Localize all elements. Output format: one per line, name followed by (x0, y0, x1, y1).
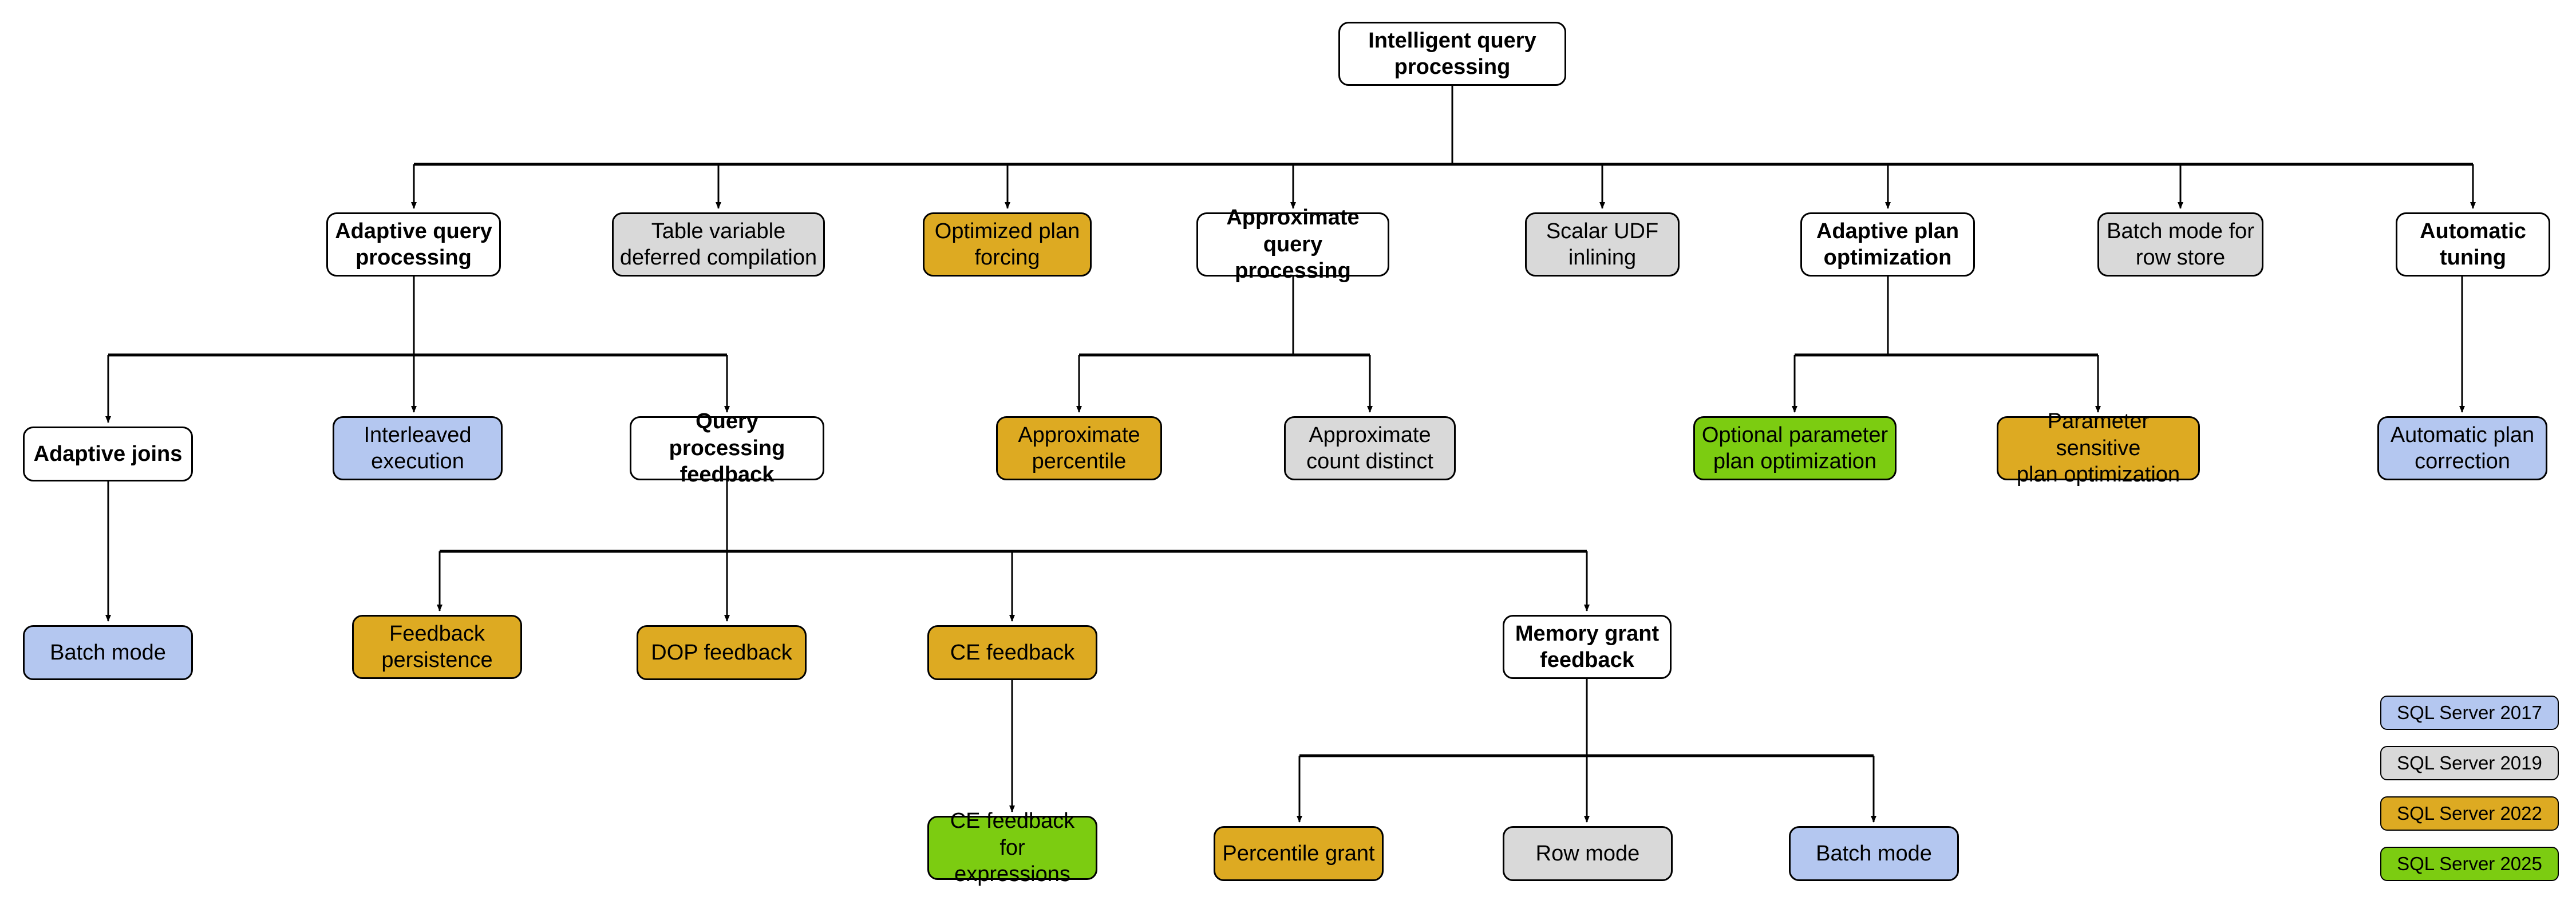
node-parameter-sensitive-plan-optimization[interactable]: Parameter sensitive plan optimization (1997, 409, 2200, 487)
node-optional-parameter-plan-optimization[interactable]: Optional parameter plan optimization (1693, 416, 1897, 480)
node-intelligent-query-processing[interactable]: Intelligent query processing (1338, 22, 1566, 86)
node-batch-mode-for-row-store[interactable]: Batch mode for row store (2097, 212, 2263, 277)
legend-item-sql-server-2017: SQL Server 2017 (2380, 696, 2559, 730)
legend-item-sql-server-2022: SQL Server 2022 (2380, 796, 2559, 831)
node-approximate-count-distinct[interactable]: Approximate count distinct (1284, 416, 1456, 480)
node-dop-feedback[interactable]: DOP feedback (637, 625, 807, 680)
node-optimized-plan-forcing[interactable]: Optimized plan forcing (923, 212, 1092, 277)
legend-item-sql-server-2025: SQL Server 2025 (2380, 847, 2559, 881)
node-table-variable-deferred-compilation[interactable]: Table variable deferred compilation (612, 212, 825, 277)
node-query-processing-feedback[interactable]: Query processing feedback (630, 409, 824, 487)
node-scalar-udf-inlining[interactable]: Scalar UDF inlining (1525, 212, 1680, 277)
node-approximate-percentile[interactable]: Approximate percentile (996, 416, 1162, 480)
node-approximate-query-processing[interactable]: Approximate query processing (1196, 206, 1389, 283)
node-ce-feedback[interactable]: CE feedback (927, 625, 1097, 680)
node-interleaved-execution[interactable]: Interleaved execution (333, 416, 503, 480)
node-automatic-plan-correction[interactable]: Automatic plan correction (2377, 416, 2547, 480)
legend-item-sql-server-2019: SQL Server 2019 (2380, 746, 2559, 780)
node-adaptive-plan-optimization[interactable]: Adaptive plan optimization (1800, 212, 1975, 277)
node-memory-grant-feedback[interactable]: Memory grant feedback (1503, 615, 1672, 679)
node-batch-mode-memory-grant[interactable]: Batch mode (1789, 826, 1959, 881)
node-adaptive-query-processing[interactable]: Adaptive query processing (326, 212, 501, 277)
node-automatic-tuning[interactable]: Automatic tuning (2396, 212, 2550, 277)
node-feedback-persistence[interactable]: Feedback persistence (352, 615, 522, 679)
node-batch-mode-adaptive-joins[interactable]: Batch mode (23, 625, 193, 680)
node-ce-feedback-for-expressions[interactable]: CE feedback for expressions (927, 809, 1097, 886)
node-row-mode[interactable]: Row mode (1503, 826, 1673, 881)
node-adaptive-joins[interactable]: Adaptive joins (23, 427, 193, 481)
node-percentile-grant[interactable]: Percentile grant (1214, 826, 1384, 881)
